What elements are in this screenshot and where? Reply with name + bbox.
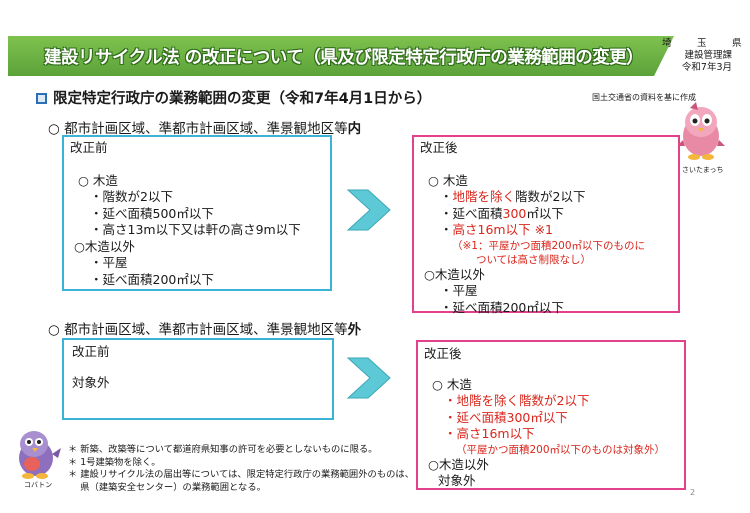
footnotes: ＊ 新築、改築等について都道府県知事の許可を必要としないものに限る。 ＊ 1号建… [68, 444, 414, 494]
saitamacchi-mascot-icon [677, 102, 725, 160]
footnote-line: ＊ 新築、改築等について都道府県知事の許可を必要としないものに限る。 [68, 444, 378, 455]
chevron-right-icon [346, 189, 391, 231]
page-number: 2 [690, 488, 696, 497]
before-panel-2: 改正前 対象外 [62, 338, 334, 420]
source-note: 国土交通省の資料を基に作成 [592, 93, 696, 102]
footnote-line: 県（建築安全センター）の業務範囲となる。 [68, 481, 266, 493]
area1-heading: ○ 都市計画区域、準都市計画区域、準景観地区等内 [48, 117, 361, 137]
kobaton-mascot-icon [19, 431, 61, 479]
list-item: ・平屋 [440, 283, 478, 298]
wood-label: ○ 木造 [78, 172, 118, 188]
after-panel-1-title: 改正後 [420, 140, 458, 155]
highlight-text: 高さ16m以下 ※1 [452, 222, 553, 237]
mascot-name-bottom: コバトン [24, 481, 53, 489]
before-panel-2-body: 対象外 [72, 374, 110, 390]
wood-label: ○ 木造 [428, 172, 468, 188]
area1-heading-suffix: 内 [347, 121, 362, 137]
area2-heading: ○ 都市計画区域、準都市計画区域、準景観地区等外 [48, 318, 361, 338]
before-panel-1: 改正前 ○ 木造 ・階数が2以下 ・延べ面積500㎡以下 ・高さ13m以下又は軒… [62, 135, 332, 291]
list-item: ・延べ面積300㎡以下 [444, 409, 568, 425]
after-panel-2-title: 改正後 [424, 346, 462, 361]
list-item: ・地階を除く階数が2以下 [444, 393, 590, 408]
list-item-text: ㎡以下 [526, 205, 564, 221]
list-item-text: 延べ面積 [452, 205, 503, 221]
highlight-text: 300 [502, 205, 527, 221]
list-item: ・階数が2以下 [90, 189, 173, 204]
title-banner [8, 36, 674, 76]
before-panel-1-title: 改正前 [70, 140, 108, 155]
list-item: ・高さ16m以下 [444, 426, 535, 441]
list-item: ・延べ面積500㎡以下 [90, 205, 214, 221]
before-panel-2-title: 改正前 [72, 344, 110, 359]
footnote-line: ついては高さ制限なし） [476, 253, 591, 266]
section-title: 限定特定行政庁の業務範囲の変更（令和7年4月1日から） [53, 91, 432, 107]
list-item-text: 階数が2以下 [515, 189, 586, 204]
org-department: 建設管理課 [684, 50, 732, 61]
list-item: ・高さ16m以下 ※1 [440, 222, 553, 237]
nonwood-body: 対象外 [438, 473, 476, 488]
highlight-text: 地階を除く [452, 189, 516, 204]
list-item: ・高さ13m以下又は軒の高さ9m以下 [90, 222, 301, 237]
after-panel-2: 改正後 ○ 木造 ・地階を除く階数が2以下 ・延べ面積300㎡以下 ・高さ16m… [416, 340, 686, 490]
mascot-name-top: さいたまっち [682, 166, 724, 174]
list-item: ・平屋 [90, 255, 128, 270]
list-item: ・延べ面積200㎡以下 [440, 299, 564, 315]
nonwood-label: ○木造以外 [424, 266, 485, 282]
organization-block: 埼 玉 県 建設管理課 令和7年3月 [662, 38, 742, 74]
org-date: 令和7年3月 [681, 62, 732, 73]
checkbox-bullet-icon [36, 93, 47, 104]
footnote-line: ＊ 建設リサイクル法の届出等については、限定特定行政庁の業務範囲外のものは、 [68, 469, 415, 480]
nonwood-label: ○木造以外 [74, 238, 135, 254]
area2-heading-suffix: 外 [347, 322, 362, 338]
footnote-line: （平屋かつ面積200㎡以下のものは対象外） [456, 443, 666, 456]
list-item: ・延べ面積300㎡以下 [440, 205, 564, 221]
footnote-line: （※1：平屋かつ面積200㎡以下のものに [452, 239, 646, 252]
after-panel-1: 改正後 ○ 木造 ・地階を除く階数が2以下 ・延べ面積300㎡以下 ・高さ16m… [412, 135, 680, 315]
list-item: ・地階を除く階数が2以下 [440, 189, 586, 204]
org-prefecture: 埼 玉 県 [662, 38, 750, 49]
section-heading: 限定特定行政庁の業務範囲の変更（令和7年4月1日から） [36, 87, 431, 108]
area1-heading-text: ○ 都市計画区域、準都市計画区域、準景観地区等 [48, 121, 348, 137]
wood-label: ○ 木造 [432, 376, 472, 392]
slide-title: 建設リサイクル法 の改正について（県及び限定特定行政庁の業務範囲の変更） [44, 48, 644, 68]
chevron-right-icon [346, 357, 391, 399]
nonwood-label: ○木造以外 [428, 456, 489, 472]
footnote-line: ＊ 1号建築物を除く。 [68, 456, 161, 468]
list-item: ・延べ面積200㎡以下 [90, 271, 214, 287]
area2-heading-text: ○ 都市計画区域、準都市計画区域、準景観地区等 [48, 322, 348, 338]
